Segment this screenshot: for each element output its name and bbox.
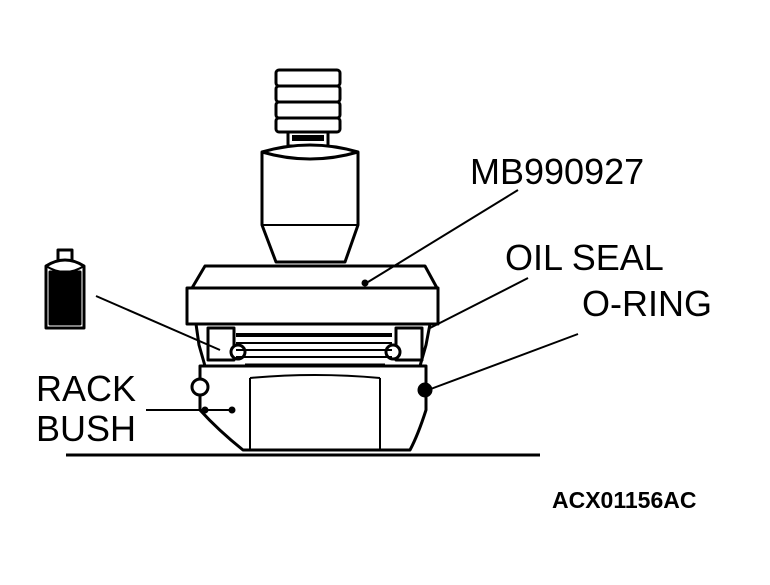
leader-lines	[95, 189, 579, 414]
leader-tool	[367, 189, 519, 283]
rack-bush-bump	[190, 377, 210, 397]
rack-housing	[198, 364, 428, 452]
oil-seal	[194, 322, 432, 368]
tool-handle	[274, 68, 342, 148]
tool-label: MB990927	[470, 151, 645, 192]
leader-oil-seal	[429, 277, 529, 329]
rack-bush-label-line2: BUSH	[36, 408, 137, 449]
leader-o-ring	[427, 333, 579, 391]
leader-oil-can	[95, 295, 221, 351]
o-ring-label: O-RING	[582, 283, 712, 324]
rack-bush-label-line1: RACK	[36, 368, 137, 409]
o-ring	[417, 382, 433, 398]
oil-can-icon	[44, 248, 86, 330]
tool-body	[260, 143, 360, 264]
tool-flange	[185, 264, 440, 326]
figure-code: ACX01156AC	[552, 487, 697, 513]
oil-seal-label: OIL SEAL	[505, 237, 664, 278]
